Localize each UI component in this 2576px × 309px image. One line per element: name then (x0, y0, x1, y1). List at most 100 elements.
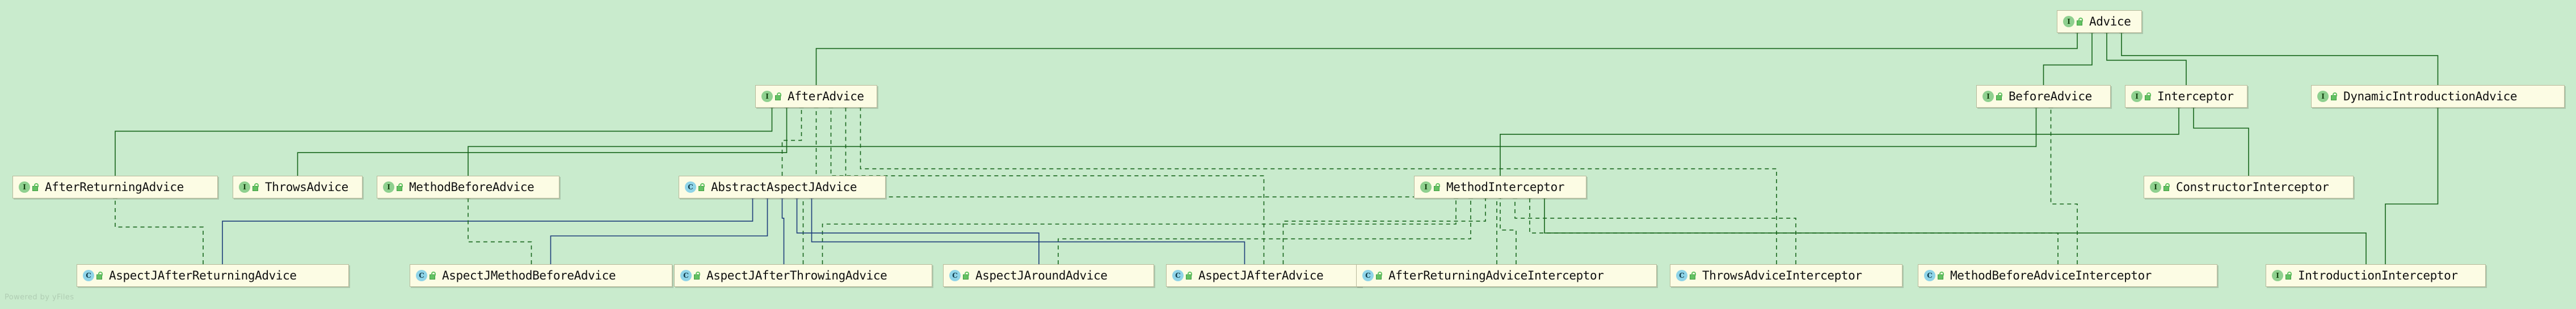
class-badge-icon: C (685, 181, 696, 193)
class-node-label: Interceptor (2157, 89, 2234, 103)
edge-methodBeforeAdviceInterceptor-to-beforeAdvice (2048, 103, 2078, 264)
node-glyphs: I (761, 91, 782, 102)
class-node-label: DynamicIntroductionAdvice (2343, 89, 2518, 103)
open-lock-icon (2076, 17, 2083, 26)
open-lock-icon (251, 183, 259, 192)
node-glyphs: I (383, 181, 403, 193)
edge-methodInterceptor-to-interceptor (1500, 103, 2181, 176)
interface-badge-icon: I (761, 91, 773, 102)
edge-afterAdvice-to-advice (815, 28, 2080, 85)
class-node-interceptor[interactable]: I Interceptor (2125, 85, 2247, 108)
class-node-label: AfterReturningAdviceInterceptor (1388, 268, 1604, 282)
class-badge-icon: C (1172, 270, 1184, 281)
interface-badge-icon: I (2150, 181, 2161, 193)
class-node-label: AspectJAroundAdvice (975, 268, 1108, 282)
open-lock-icon (2162, 183, 2170, 192)
edge-aspectJAroundAdvice-to-abstractAspectJAdvice (794, 194, 1039, 264)
class-node-aspectJAroundAdvice[interactable]: C AspectJAroundAdvice (943, 264, 1154, 287)
class-node-label: ConstructorInterceptor (2176, 180, 2329, 194)
class-node-label: MethodInterceptor (1446, 180, 1565, 194)
class-badge-icon: C (1676, 270, 1687, 281)
interface-badge-icon: I (1982, 91, 1994, 102)
edge-aspectJAfterAdvice-to-afterAdvice (828, 103, 1265, 264)
class-node-label: ThrowsAdvice (265, 180, 348, 194)
open-lock-icon (1433, 183, 1441, 192)
edge-aspectJAfterThrowingAdvice-to-methodInterceptor (822, 194, 1458, 264)
class-node-methodBeforeAdviceInterceptor[interactable]: C MethodBeforeAdviceInterceptor (1918, 264, 2217, 287)
node-glyphs: I (2063, 16, 2083, 27)
interface-badge-icon: I (239, 181, 250, 193)
edge-throwsAdviceInterceptor-to-methodInterceptor (1513, 194, 1796, 264)
class-node-aspectJAfterReturningAdvice[interactable]: C AspectJAfterReturningAdvice (77, 264, 349, 287)
edge-throwsAdviceInterceptor-to-afterAdvice (858, 103, 1777, 264)
class-node-throwsAdvice[interactable]: I ThrowsAdvice (233, 176, 363, 198)
node-glyphs: C (1362, 270, 1383, 281)
class-node-label: AspectJAfterReturningAdvice (109, 268, 297, 282)
open-lock-icon (1375, 271, 1383, 280)
edge-aspectJAfterThrowingAdvice-to-abstractAspectJAdvice (780, 194, 785, 264)
class-badge-icon: C (83, 270, 94, 281)
node-glyphs: I (2272, 270, 2292, 281)
edge-introductionInterceptor-to-dynamicIntroductionAdvice (2385, 103, 2440, 264)
node-glyphs: C (83, 270, 103, 281)
edge-aspectJAroundAdvice-to-methodInterceptor (1058, 194, 1473, 264)
edge-aspectJAfterReturningAdvice-to-afterReturningAdvice (113, 194, 204, 264)
class-node-afterReturningAdvice[interactable]: I AfterReturningAdvice (12, 176, 218, 198)
node-glyphs: I (2131, 91, 2152, 102)
edge-aspectJMethodBeforeAdvice-to-abstractAspectJAdvice (550, 194, 770, 264)
class-node-methodInterceptor[interactable]: I MethodInterceptor (1414, 176, 1586, 198)
node-glyphs: I (19, 181, 39, 193)
open-lock-icon (774, 92, 782, 101)
edge-interceptor-to-advice (2104, 28, 2187, 85)
class-node-introductionInterceptor[interactable]: I IntroductionInterceptor (2266, 264, 2486, 287)
interface-badge-icon: I (1420, 181, 1432, 193)
class-node-aspectJAfterThrowingAdvice[interactable]: C AspectJAfterThrowingAdvice (674, 264, 932, 287)
node-glyphs: C (680, 270, 701, 281)
edge-afterReturningAdvice-to-afterAdvice (115, 103, 775, 176)
class-badge-icon: C (680, 270, 692, 281)
edge-dynamicIntroductionAdvice-to-advice (2119, 28, 2439, 85)
class-node-label: AfterReturningAdvice (45, 180, 184, 194)
interface-badge-icon: I (2317, 91, 2329, 102)
edge-afterReturningAdviceInterceptor-to-methodInterceptor (1498, 194, 1517, 264)
class-node-afterReturningAdviceInterceptor[interactable]: C AfterReturningAdviceInterceptor (1356, 264, 1657, 287)
interface-badge-icon: I (2272, 270, 2283, 281)
open-lock-icon (693, 271, 701, 280)
open-lock-icon (2330, 92, 2338, 101)
open-lock-icon (428, 271, 436, 280)
edge-abstractAspectJAdvice-to-afterAdvice (781, 103, 804, 176)
open-lock-icon (31, 183, 39, 192)
node-glyphs: I (2150, 181, 2170, 193)
edge-methodBeforeAdviceInterceptor-to-methodInterceptor (1527, 194, 2059, 264)
class-node-label: Advice (2089, 14, 2131, 28)
interface-badge-icon: I (19, 181, 30, 193)
class-node-label: MethodBeforeAdviceInterceptor (1950, 268, 2152, 282)
class-node-constructorInterceptor[interactable]: I ConstructorInterceptor (2144, 176, 2354, 198)
node-glyphs: I (239, 181, 259, 193)
edge-introductionInterceptor-to-methodInterceptor (1542, 194, 2367, 264)
class-node-label: AspectJMethodBeforeAdvice (442, 268, 616, 282)
class-badge-icon: C (949, 270, 961, 281)
class-node-advice[interactable]: I Advice (2057, 10, 2142, 33)
class-node-label: AspectJAfterThrowingAdvice (706, 268, 887, 282)
edge-aspectJMethodBeforeAdvice-to-methodBeforeAdvice (466, 194, 532, 264)
open-lock-icon (395, 183, 403, 192)
edge-afterReturningAdviceInterceptor-to-afterAdvice (843, 103, 1497, 264)
class-node-label: IntroductionInterceptor (2298, 268, 2458, 282)
node-glyphs: C (1172, 270, 1193, 281)
open-lock-icon (697, 183, 705, 192)
node-glyphs: I (1982, 91, 2003, 102)
node-glyphs: C (685, 181, 705, 193)
open-lock-icon (962, 271, 970, 280)
class-node-dynamicIntroductionAdvice[interactable]: I DynamicIntroductionAdvice (2311, 85, 2565, 108)
open-lock-icon (2284, 271, 2292, 280)
node-glyphs: C (1924, 270, 1944, 281)
